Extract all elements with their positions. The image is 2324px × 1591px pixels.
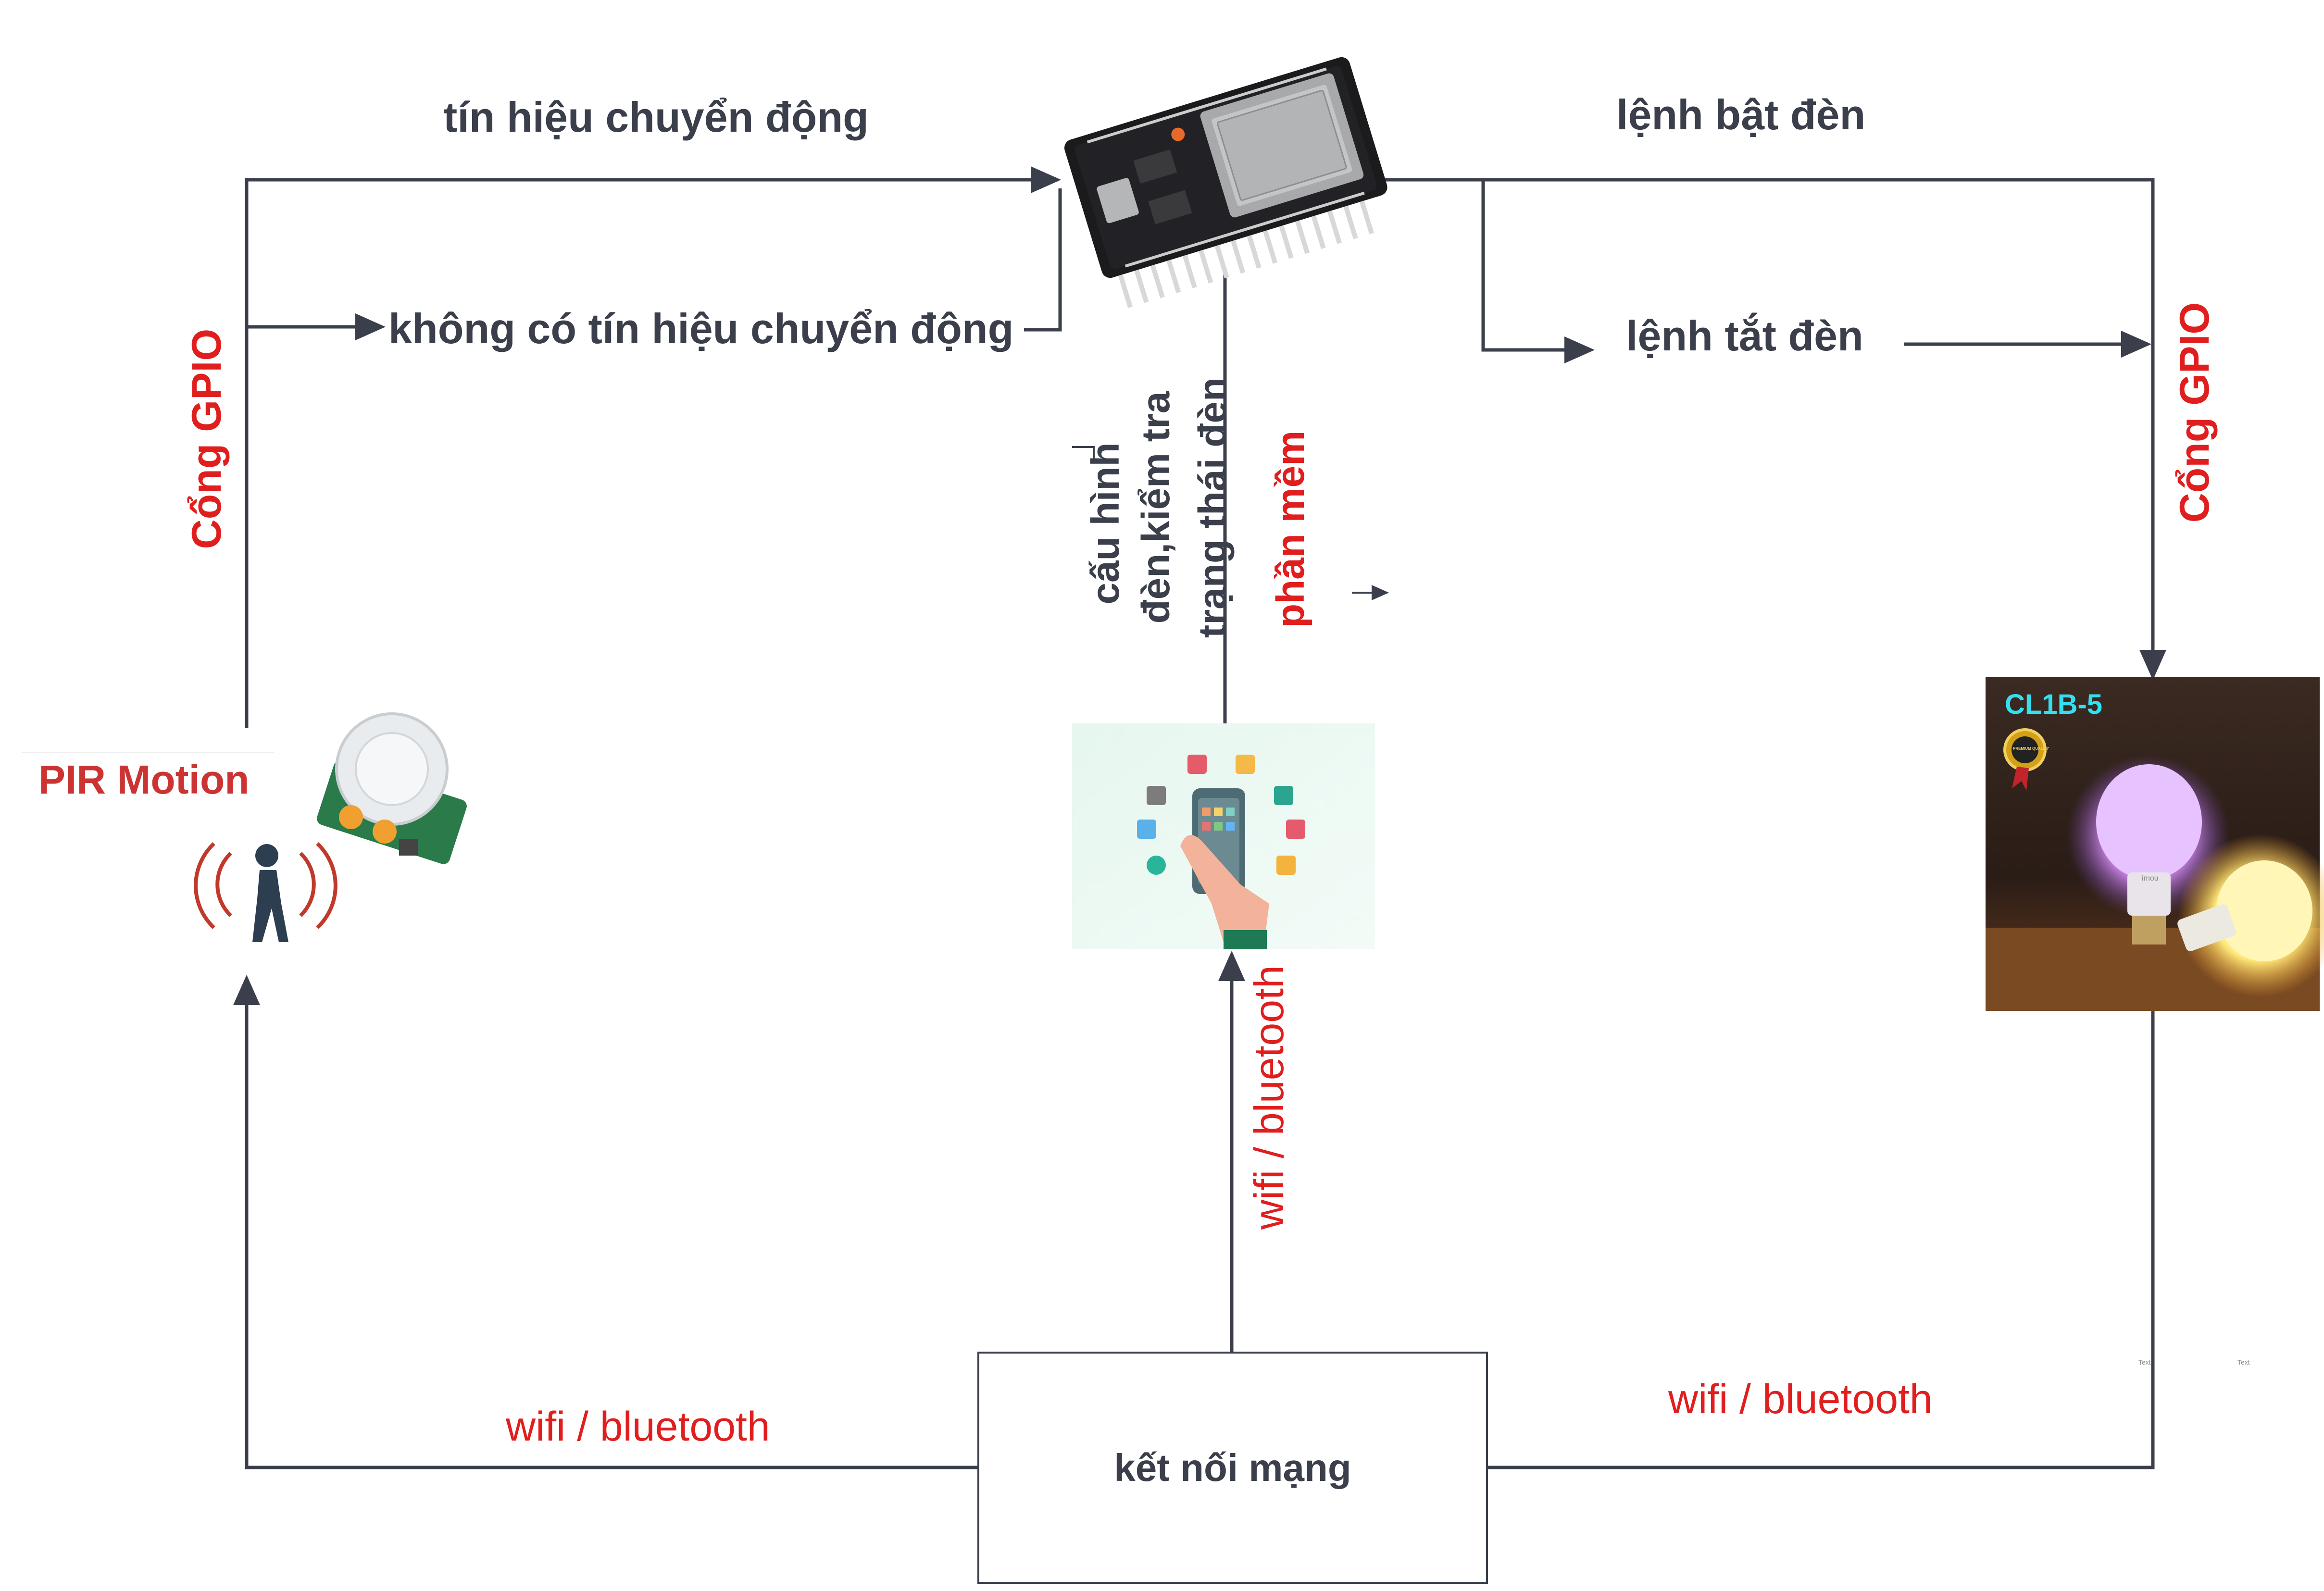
motion-signal-line [245, 166, 1061, 728]
config-label-line2: đèn,kiểm tra [1134, 391, 1178, 624]
software-label: phần mềm [1269, 430, 1312, 628]
small-tick [1072, 446, 1095, 461]
network-to-bulb-arrow [1488, 971, 2166, 1469]
smart-bulb-photo [1986, 677, 2324, 1011]
wifi-bluetooth-center-label: wifi / bluetooth [1246, 965, 1292, 1230]
connectors [233, 166, 2166, 1469]
wifi-bluetooth-right-label: wifi / bluetooth [1668, 1376, 1933, 1422]
bulb-model-label: CL1B-5 [2005, 689, 2103, 720]
light-on-line [1375, 178, 2166, 680]
config-label-line3: trạng thái đèn [1191, 377, 1235, 638]
pir-motion-label: PIR Motion [38, 757, 250, 802]
config-label-line1: cấu hình [1084, 442, 1127, 605]
pir-sensor-icon [22, 712, 467, 864]
bulb-brand-label: imou [2142, 874, 2159, 883]
light-off-command-label: lệnh tắt đèn [1626, 312, 1863, 360]
bulb-badge-label: PREMIUM QUALITY [2013, 746, 2049, 751]
gpio-port-right-label: Cổng GPIO [2172, 302, 2218, 523]
light-off-branch-arrow [1481, 180, 1595, 363]
no-motion-to-board-line [1024, 188, 1062, 332]
network-connection-label: kết nối mạng [1114, 1446, 1351, 1489]
wifi-bluetooth-left-label: wifi / bluetooth [506, 1404, 770, 1450]
gpio-port-left-label: Cổng GPIO [184, 328, 230, 549]
network-connection-box: kết nối mạng [977, 1352, 1488, 1584]
network-to-pir-arrow [233, 975, 978, 1469]
smartphone-apps-icon [1072, 723, 1375, 949]
light-on-command-label: lệnh bật đèn [1616, 91, 1866, 138]
no-motion-signal-label: không có tín hiệu chuyển động [388, 305, 1014, 352]
tiny-text-1: Text [2138, 1358, 2151, 1366]
walking-person-icon [194, 842, 337, 942]
tiny-text-2: Text [2237, 1358, 2250, 1366]
esp32-board-icon [1064, 57, 1387, 308]
motion-signal-label: tín hiệu chuyển động [443, 93, 869, 141]
